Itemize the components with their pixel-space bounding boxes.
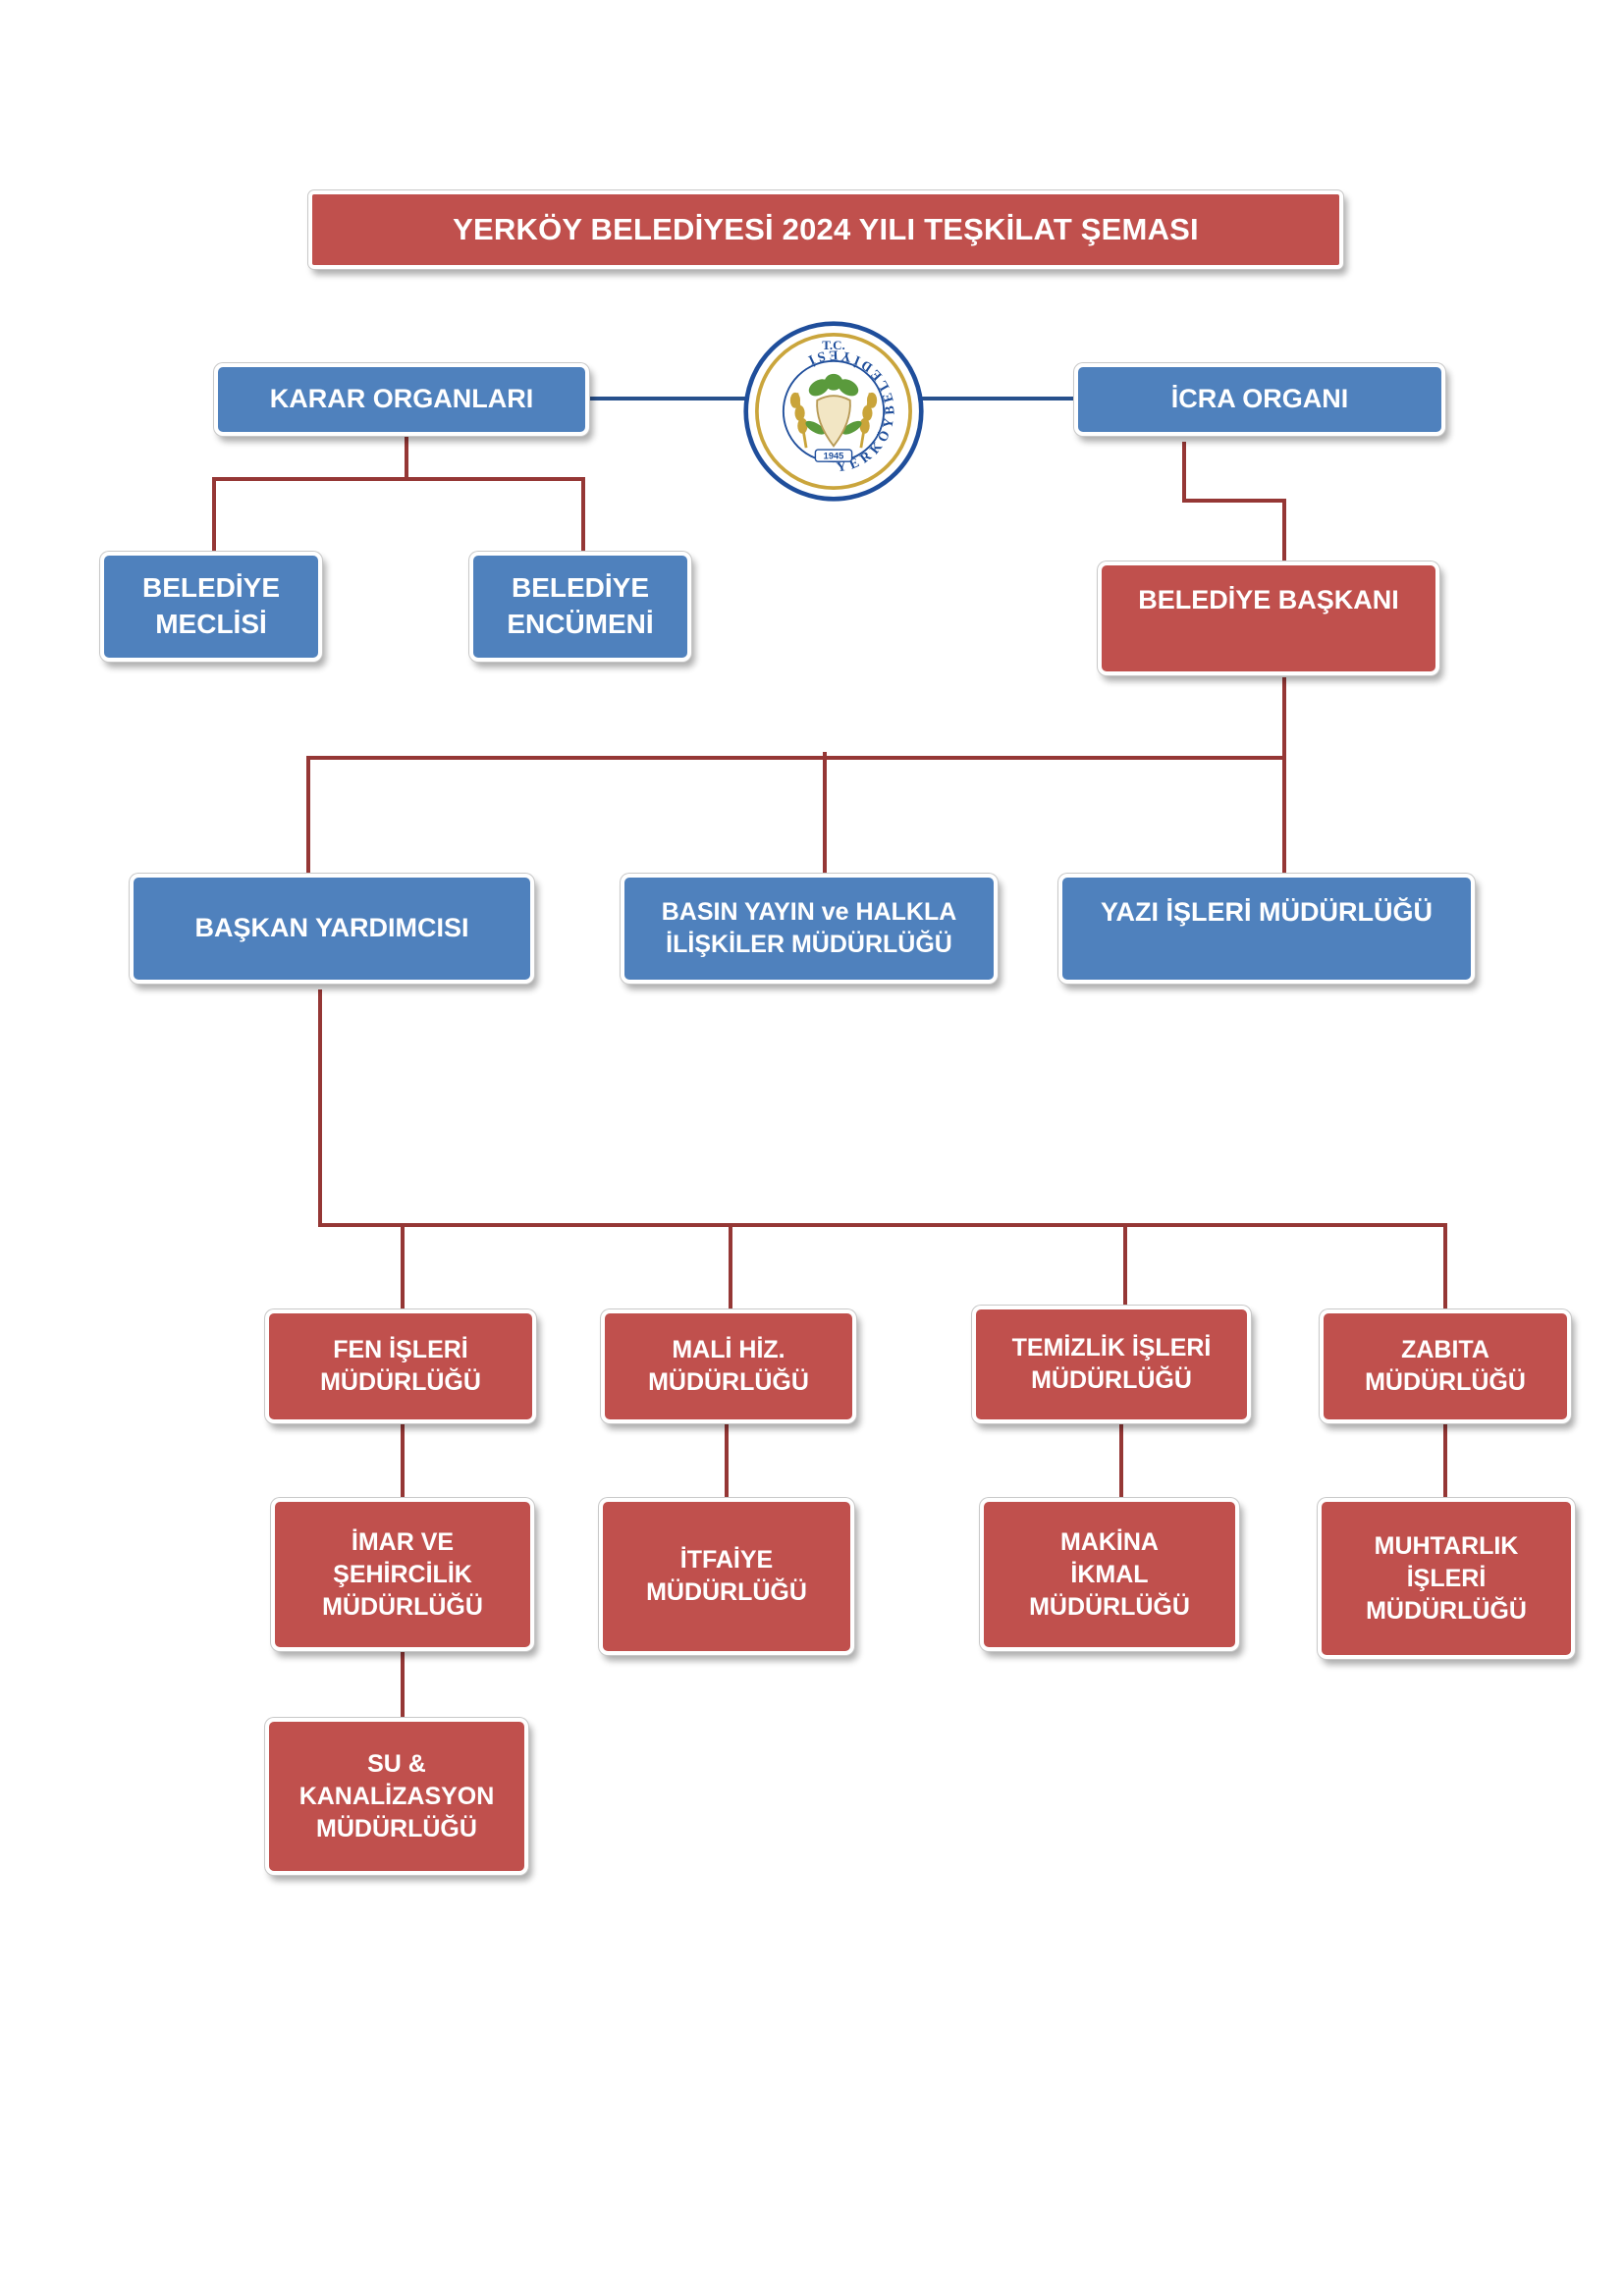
connector-zabita-muhtarlik: [1443, 1423, 1447, 1502]
node-itfaiye: İTFAİYE MÜDÜRLÜĞÜ: [599, 1498, 854, 1655]
svg-text:T.C.: T.C.: [822, 338, 845, 352]
connector-karar-horizontal: [212, 477, 585, 481]
node-fen-isleri-label: FEN İŞLERİ MÜDÜRLÜĞÜ: [320, 1336, 481, 1396]
chart-title: YERKÖY BELEDİYESİ 2024 YILI TEŞKİLAT ŞEM…: [308, 190, 1343, 269]
node-belediye-meclisi-label: BELEDİYE MECLİSİ: [141, 572, 281, 639]
connector-mali-drop: [729, 1223, 732, 1309]
node-baskan-yardimcisi: BAŞKAN YARDIMCISI: [130, 874, 534, 984]
connector-temizlik-drop: [1123, 1223, 1127, 1309]
connector-karar-down: [405, 434, 408, 479]
node-belediye-encumeni: BELEDİYE ENCÜMENİ: [469, 552, 691, 662]
connector-seal-icra: [919, 397, 1078, 400]
node-itfaiye-label: İTFAİYE MÜDÜRLÜĞÜ: [646, 1546, 807, 1606]
connector-zabita-drop: [1443, 1223, 1447, 1309]
connector-level3-horizontal: [318, 1223, 1447, 1227]
node-su-kanalizasyon: SU & KANALİZASYON MÜDÜRLÜĞÜ: [265, 1718, 528, 1875]
connector-level2-horizontal: [306, 756, 1286, 760]
node-basin-yayin-label: BASIN YAYIN ve HALKLA İLİŞKİLER MÜDÜRLÜĞ…: [661, 898, 957, 958]
municipality-seal-logo: T.C. YERKÖYBELEDİYESİ 1945: [743, 321, 924, 502]
connector-imar-su: [401, 1651, 405, 1722]
connector-basin-drop: [823, 752, 827, 878]
connector-baskan-drop: [1282, 499, 1286, 565]
connector-encumen-drop: [581, 477, 585, 558]
node-mali-hiz-label: MALİ HİZ. MÜDÜRLÜĞÜ: [648, 1336, 809, 1396]
node-yazi-isleri-label: YAZI İŞLERİ MÜDÜRLÜĞÜ: [1100, 897, 1433, 927]
node-temizlik-isleri-label: TEMİZLİK İŞLERİ MÜDÜRLÜĞÜ: [1011, 1334, 1212, 1394]
node-belediye-baskani-label: BELEDİYE BAŞKANI: [1138, 585, 1399, 614]
node-belediye-encumeni-label: BELEDİYE ENCÜMENİ: [507, 572, 654, 639]
node-basin-yayin: BASIN YAYIN ve HALKLA İLİŞKİLER MÜDÜRLÜĞ…: [621, 874, 998, 984]
node-belediye-baskani: BELEDİYE BAŞKANI: [1098, 561, 1439, 675]
node-muhtarlik-isleri: MUHTARLIK İŞLERİ MÜDÜRLÜĞÜ: [1318, 1498, 1575, 1659]
chart-title-text: YERKÖY BELEDİYESİ 2024 YILI TEŞKİLAT ŞEM…: [453, 211, 1199, 246]
node-makina-ikmal-label: MAKİNA İKMAL MÜDÜRLÜĞÜ: [1029, 1527, 1190, 1621]
connector-temizlik-makina: [1119, 1423, 1123, 1502]
node-zabita-label: ZABITA MÜDÜRLÜĞÜ: [1365, 1336, 1526, 1396]
node-baskan-yardimcisi-label: BAŞKAN YARDIMCISI: [194, 913, 469, 943]
node-karar-organlari-label: KARAR ORGANLARI: [269, 384, 534, 414]
node-belediye-meclisi: BELEDİYE MECLİSİ: [100, 552, 322, 662]
node-su-kanalizasyon-label: SU & KANALİZASYON MÜDÜRLÜĞÜ: [298, 1749, 495, 1842]
node-yazi-isleri: YAZI İŞLERİ MÜDÜRLÜĞÜ: [1058, 874, 1475, 984]
connector-fen-drop: [401, 1223, 405, 1309]
node-mali-hiz: MALİ HİZ. MÜDÜRLÜĞÜ: [601, 1309, 856, 1423]
svg-text:1945: 1945: [824, 451, 844, 460]
connector-icra-down: [1182, 442, 1186, 501]
node-icra-organi: İCRA ORGANI: [1074, 363, 1445, 436]
connector-mali-itfaiye: [725, 1423, 729, 1502]
connector-baskan-down: [1282, 677, 1286, 883]
node-fen-isleri: FEN İŞLERİ MÜDÜRLÜĞÜ: [265, 1309, 536, 1423]
node-zabita: ZABITA MÜDÜRLÜĞÜ: [1320, 1309, 1571, 1423]
node-icra-organi-label: İCRA ORGANI: [1170, 384, 1349, 414]
node-karar-organlari: KARAR ORGANLARI: [214, 363, 589, 436]
connector-meclis-drop: [212, 477, 216, 558]
node-makina-ikmal: MAKİNA İKMAL MÜDÜRLÜĞÜ: [980, 1498, 1239, 1651]
node-imar-sehircilik-label: İMAR VE ŞEHİRCİLİK MÜDÜRLÜĞÜ: [322, 1527, 483, 1621]
connector-icra-horizontal: [1182, 499, 1286, 503]
connector-yardimci-down: [318, 989, 322, 1227]
connector-yardimci-drop: [306, 756, 310, 878]
connector-karar-seal: [589, 397, 748, 400]
node-imar-sehircilik: İMAR VE ŞEHİRCİLİK MÜDÜRLÜĞÜ: [271, 1498, 534, 1651]
node-temizlik-isleri: TEMİZLİK İŞLERİ MÜDÜRLÜĞÜ: [972, 1306, 1251, 1423]
node-muhtarlik-isleri-label: MUHTARLIK İŞLERİ MÜDÜRLÜĞÜ: [1366, 1531, 1527, 1625]
connector-fen-imar: [401, 1423, 405, 1502]
